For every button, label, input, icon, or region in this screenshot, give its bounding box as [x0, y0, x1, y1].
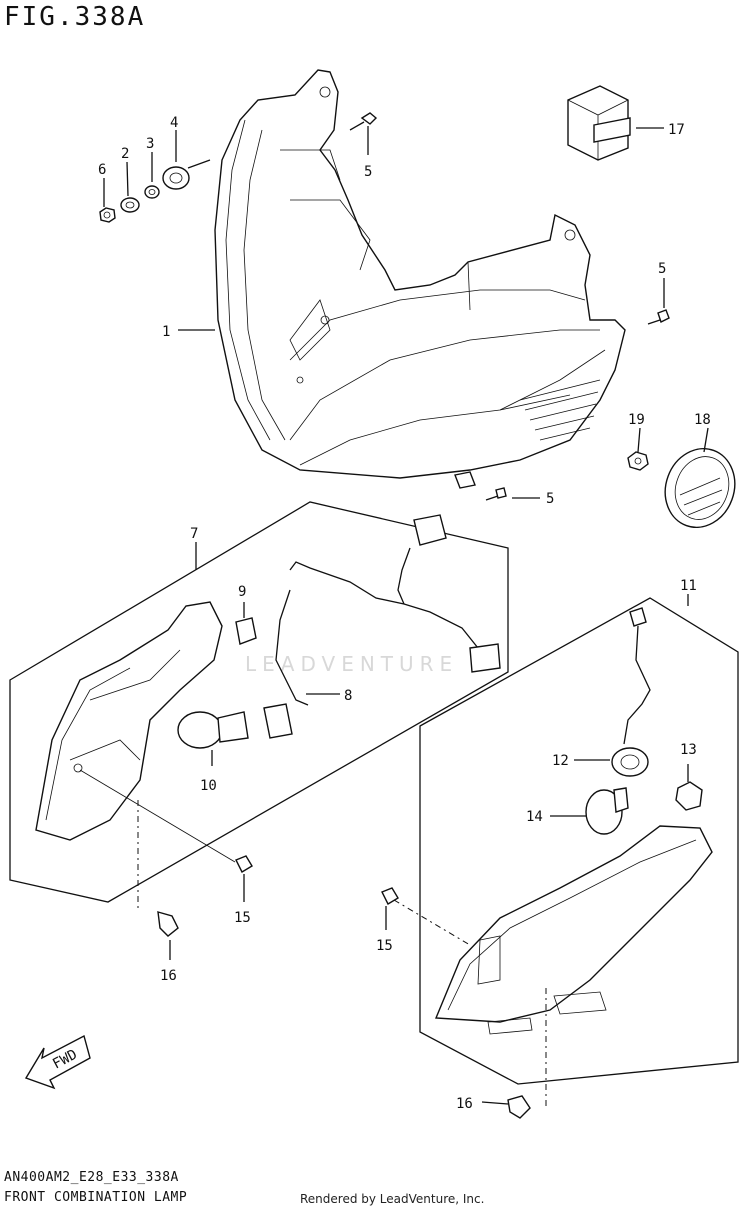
collar-part-3	[144, 185, 160, 199]
fwd-arrow-icon: FWD	[24, 1034, 91, 1090]
leadventure-watermark: LEADVENTURE	[245, 652, 459, 676]
reflector-part-18	[664, 447, 736, 529]
grommet-part-19	[627, 451, 649, 471]
screw-part-5-right	[647, 309, 670, 325]
callout-16-right: 16	[456, 1096, 473, 1112]
callout-5-top: 5	[364, 164, 372, 180]
leader-lines	[103, 126, 709, 1105]
left-turn-signal-box	[9, 501, 509, 937]
callout-12: 12	[552, 753, 569, 769]
callout-16-left: 16	[160, 968, 177, 984]
callout-15-right: 15	[376, 938, 393, 954]
callout-11: 11	[680, 578, 697, 594]
callout-5-right: 5	[658, 261, 666, 277]
relay-part-17	[567, 85, 631, 161]
callout-10: 10	[200, 778, 217, 794]
callout-5-bottom: 5	[546, 491, 554, 507]
callout-6: 6	[98, 162, 106, 178]
right-turn-signal-box	[381, 597, 739, 1119]
callout-13: 13	[680, 742, 697, 758]
callout-19: 19	[628, 412, 645, 428]
nut-part-6	[99, 207, 116, 223]
callout-numbers: 4 3 2 6 1 5 5 5 17 18 19 7 9 8 10 15 16 …	[98, 115, 711, 1112]
callout-15-left: 15	[234, 910, 251, 926]
headlamp-assembly	[214, 69, 626, 489]
callout-14: 14	[526, 809, 543, 825]
callout-1: 1	[162, 324, 170, 340]
washer-part-2	[120, 197, 140, 213]
model-code: AN400AM2_E28_E33_338A	[4, 1170, 179, 1185]
callout-18: 18	[694, 412, 711, 428]
figure-title: FIG.338A	[4, 2, 146, 32]
callout-7: 7	[190, 526, 198, 542]
screw-part-5-bottom	[485, 487, 507, 501]
callout-2: 2	[121, 146, 129, 162]
screw-part-5-top	[349, 112, 378, 131]
callout-17: 17	[668, 122, 685, 138]
callout-4: 4	[170, 115, 178, 131]
grommet-part-4	[162, 166, 190, 190]
callout-3: 3	[146, 136, 154, 152]
callout-8: 8	[344, 688, 352, 704]
figure-name: FRONT COMBINATION LAMP	[4, 1190, 188, 1205]
callout-9: 9	[238, 584, 246, 600]
rendered-by-credit: Rendered by LeadVenture, Inc.	[300, 1192, 485, 1206]
